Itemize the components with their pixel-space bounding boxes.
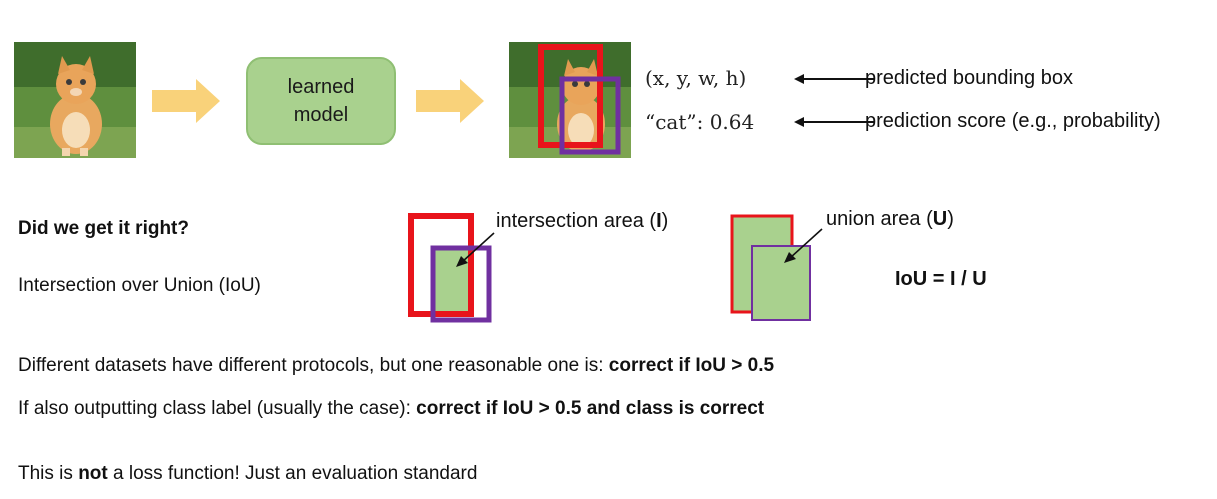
intersection-diagram — [408, 213, 492, 323]
pointer-arrow-icon — [456, 232, 495, 267]
iou-name: Intersection over Union (IoU) — [18, 275, 261, 296]
bbox-label: predicted bounding box — [865, 67, 1073, 89]
intersection-label: intersection area (I) — [496, 210, 669, 232]
left-arrow-icon — [794, 117, 874, 127]
class-label-note: If also outputting class label (usually … — [18, 398, 765, 419]
cat-output-image — [509, 42, 631, 158]
loss-function-note: This is not a loss function! Just an eva… — [18, 463, 478, 484]
score-label: prediction score (e.g., probability) — [865, 110, 1161, 132]
protocol-note: Different datasets have different protoc… — [18, 355, 775, 376]
model-label-line1: learned — [287, 76, 355, 98]
right-arrow-icon — [416, 79, 484, 123]
predicted-box — [538, 44, 603, 148]
ground-truth-box — [559, 76, 621, 155]
union-label: union area (U) — [826, 208, 954, 230]
left-arrow-icon — [794, 74, 874, 84]
union-diagram — [730, 214, 811, 321]
score-expression: “cat”: 0.64 — [645, 110, 755, 134]
right-arrow-icon — [152, 79, 220, 123]
learned-model-box: learned model — [246, 57, 396, 145]
iou-formula: IoU = I / U — [895, 268, 987, 290]
cat-input-image — [14, 42, 136, 158]
model-label-line2: model — [293, 104, 349, 126]
question-heading: Did we get it right? — [18, 218, 189, 239]
pointer-arrow-icon — [784, 228, 823, 263]
bbox-expression: (x, y, w, h) — [645, 66, 747, 90]
